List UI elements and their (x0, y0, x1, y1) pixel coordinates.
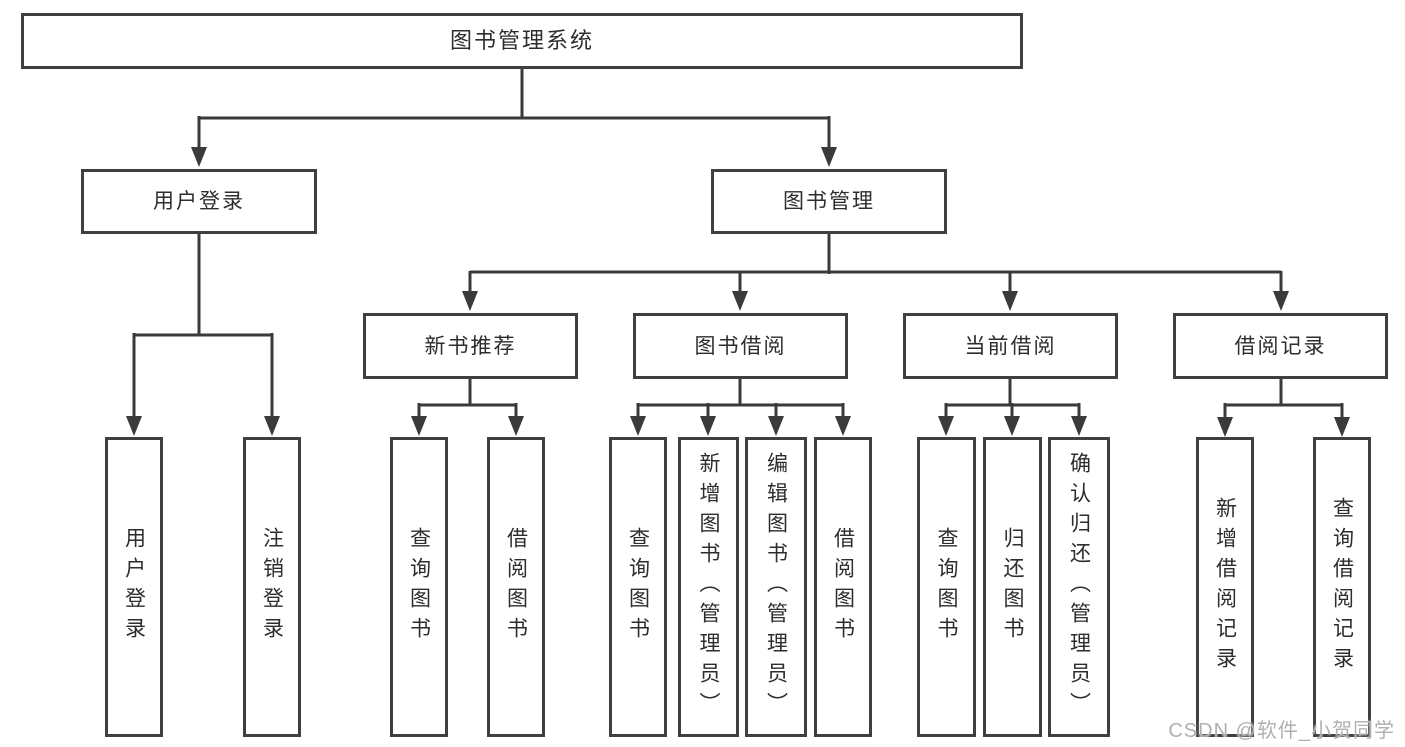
leaf-bb-borrow-books: 借阅图书 (814, 437, 872, 737)
node-new-book-recommendation: 新书推荐 (363, 313, 578, 379)
leaf-logout: 注销登录 (243, 437, 301, 737)
arrowhead-icon (191, 147, 207, 167)
arrowhead-icon (1334, 417, 1350, 437)
arrowhead-icon (938, 416, 954, 436)
leaf-logout-label: 注销登录 (260, 527, 284, 647)
leaf-bb-query-books-label: 查询图书 (626, 527, 650, 647)
leaf-nb-borrow-books: 借阅图书 (487, 437, 545, 737)
leaf-cb-query-books: 查询图书 (917, 437, 976, 737)
node-new-book-recommendation-label: 新书推荐 (424, 334, 517, 358)
node-current-borrowing-label: 当前借阅 (964, 334, 1057, 358)
arrowhead-icon (1004, 416, 1020, 436)
node-book-management-label: 图书管理 (783, 190, 875, 213)
arrowhead-icon (835, 416, 851, 436)
node-library-management-system-label: 图书管理系统 (449, 28, 594, 53)
node-current-borrowing: 当前借阅 (903, 313, 1118, 379)
leaf-cb-confirm-return-admin: 确认归还（管理员） (1048, 437, 1110, 737)
leaf-bb-query-books: 查询图书 (609, 437, 667, 737)
leaf-user-login-label: 用户登录 (122, 527, 146, 647)
leaf-nb-query-books: 查询图书 (390, 437, 448, 737)
leaf-bb-edit-books-admin-label: 编辑图书（管理员） (764, 452, 788, 722)
arrowhead-icon (768, 416, 784, 436)
tree-lines (132, 68, 1344, 419)
node-user-login: 用户登录 (81, 169, 317, 234)
arrowhead-icon (508, 416, 524, 436)
leaf-user-login: 用户登录 (105, 437, 163, 737)
arrowhead-icons (126, 147, 1350, 437)
arrowhead-icon (1002, 291, 1018, 311)
leaf-bb-edit-books-admin: 编辑图书（管理员） (745, 437, 807, 737)
node-user-login-label: 用户登录 (153, 190, 245, 213)
leaf-nb-borrow-books-label: 借阅图书 (504, 527, 528, 647)
arrowhead-icon (630, 416, 646, 436)
node-library-management-system: 图书管理系统 (21, 13, 1023, 69)
leaf-cb-return-books-label: 归还图书 (1001, 527, 1024, 647)
node-book-borrowing-label: 图书借阅 (694, 334, 787, 358)
arrowhead-icon (1273, 291, 1289, 311)
connector-lines (132, 68, 1344, 419)
arrowhead-icon (1217, 417, 1233, 437)
node-borrowing-records: 借阅记录 (1173, 313, 1388, 379)
arrowhead-icon (462, 291, 478, 311)
leaf-br-query-record-label: 查询借阅记录 (1330, 497, 1354, 677)
leaf-nb-query-books-label: 查询图书 (407, 527, 431, 647)
leaf-br-query-record: 查询借阅记录 (1313, 437, 1371, 737)
csdn-watermark: CSDN @软件_小贺同学 (1168, 720, 1395, 742)
arrowhead-icon (411, 416, 427, 436)
node-book-borrowing: 图书借阅 (633, 313, 848, 379)
leaf-bb-borrow-books-label: 借阅图书 (831, 527, 855, 647)
arrowhead-icon (821, 147, 837, 167)
arrowhead-icon (1071, 416, 1087, 436)
node-borrowing-records-label: 借阅记录 (1234, 334, 1327, 358)
leaf-bb-add-books-admin: 新增图书（管理员） (678, 437, 739, 737)
leaf-br-add-record: 新增借阅记录 (1196, 437, 1254, 737)
leaf-cb-confirm-return-admin-label: 确认归还（管理员） (1067, 452, 1091, 722)
leaf-cb-query-books-label: 查询图书 (935, 527, 958, 647)
arrowhead-icon (732, 291, 748, 311)
node-book-management: 图书管理 (711, 169, 947, 234)
leaf-br-add-record-label: 新增借阅记录 (1213, 497, 1237, 677)
arrowhead-icon (126, 416, 142, 436)
arrowhead-icon (700, 416, 716, 436)
leaf-bb-add-books-admin-label: 新增图书（管理员） (697, 452, 720, 722)
arrowhead-icon (264, 416, 280, 436)
leaf-cb-return-books: 归还图书 (983, 437, 1042, 737)
